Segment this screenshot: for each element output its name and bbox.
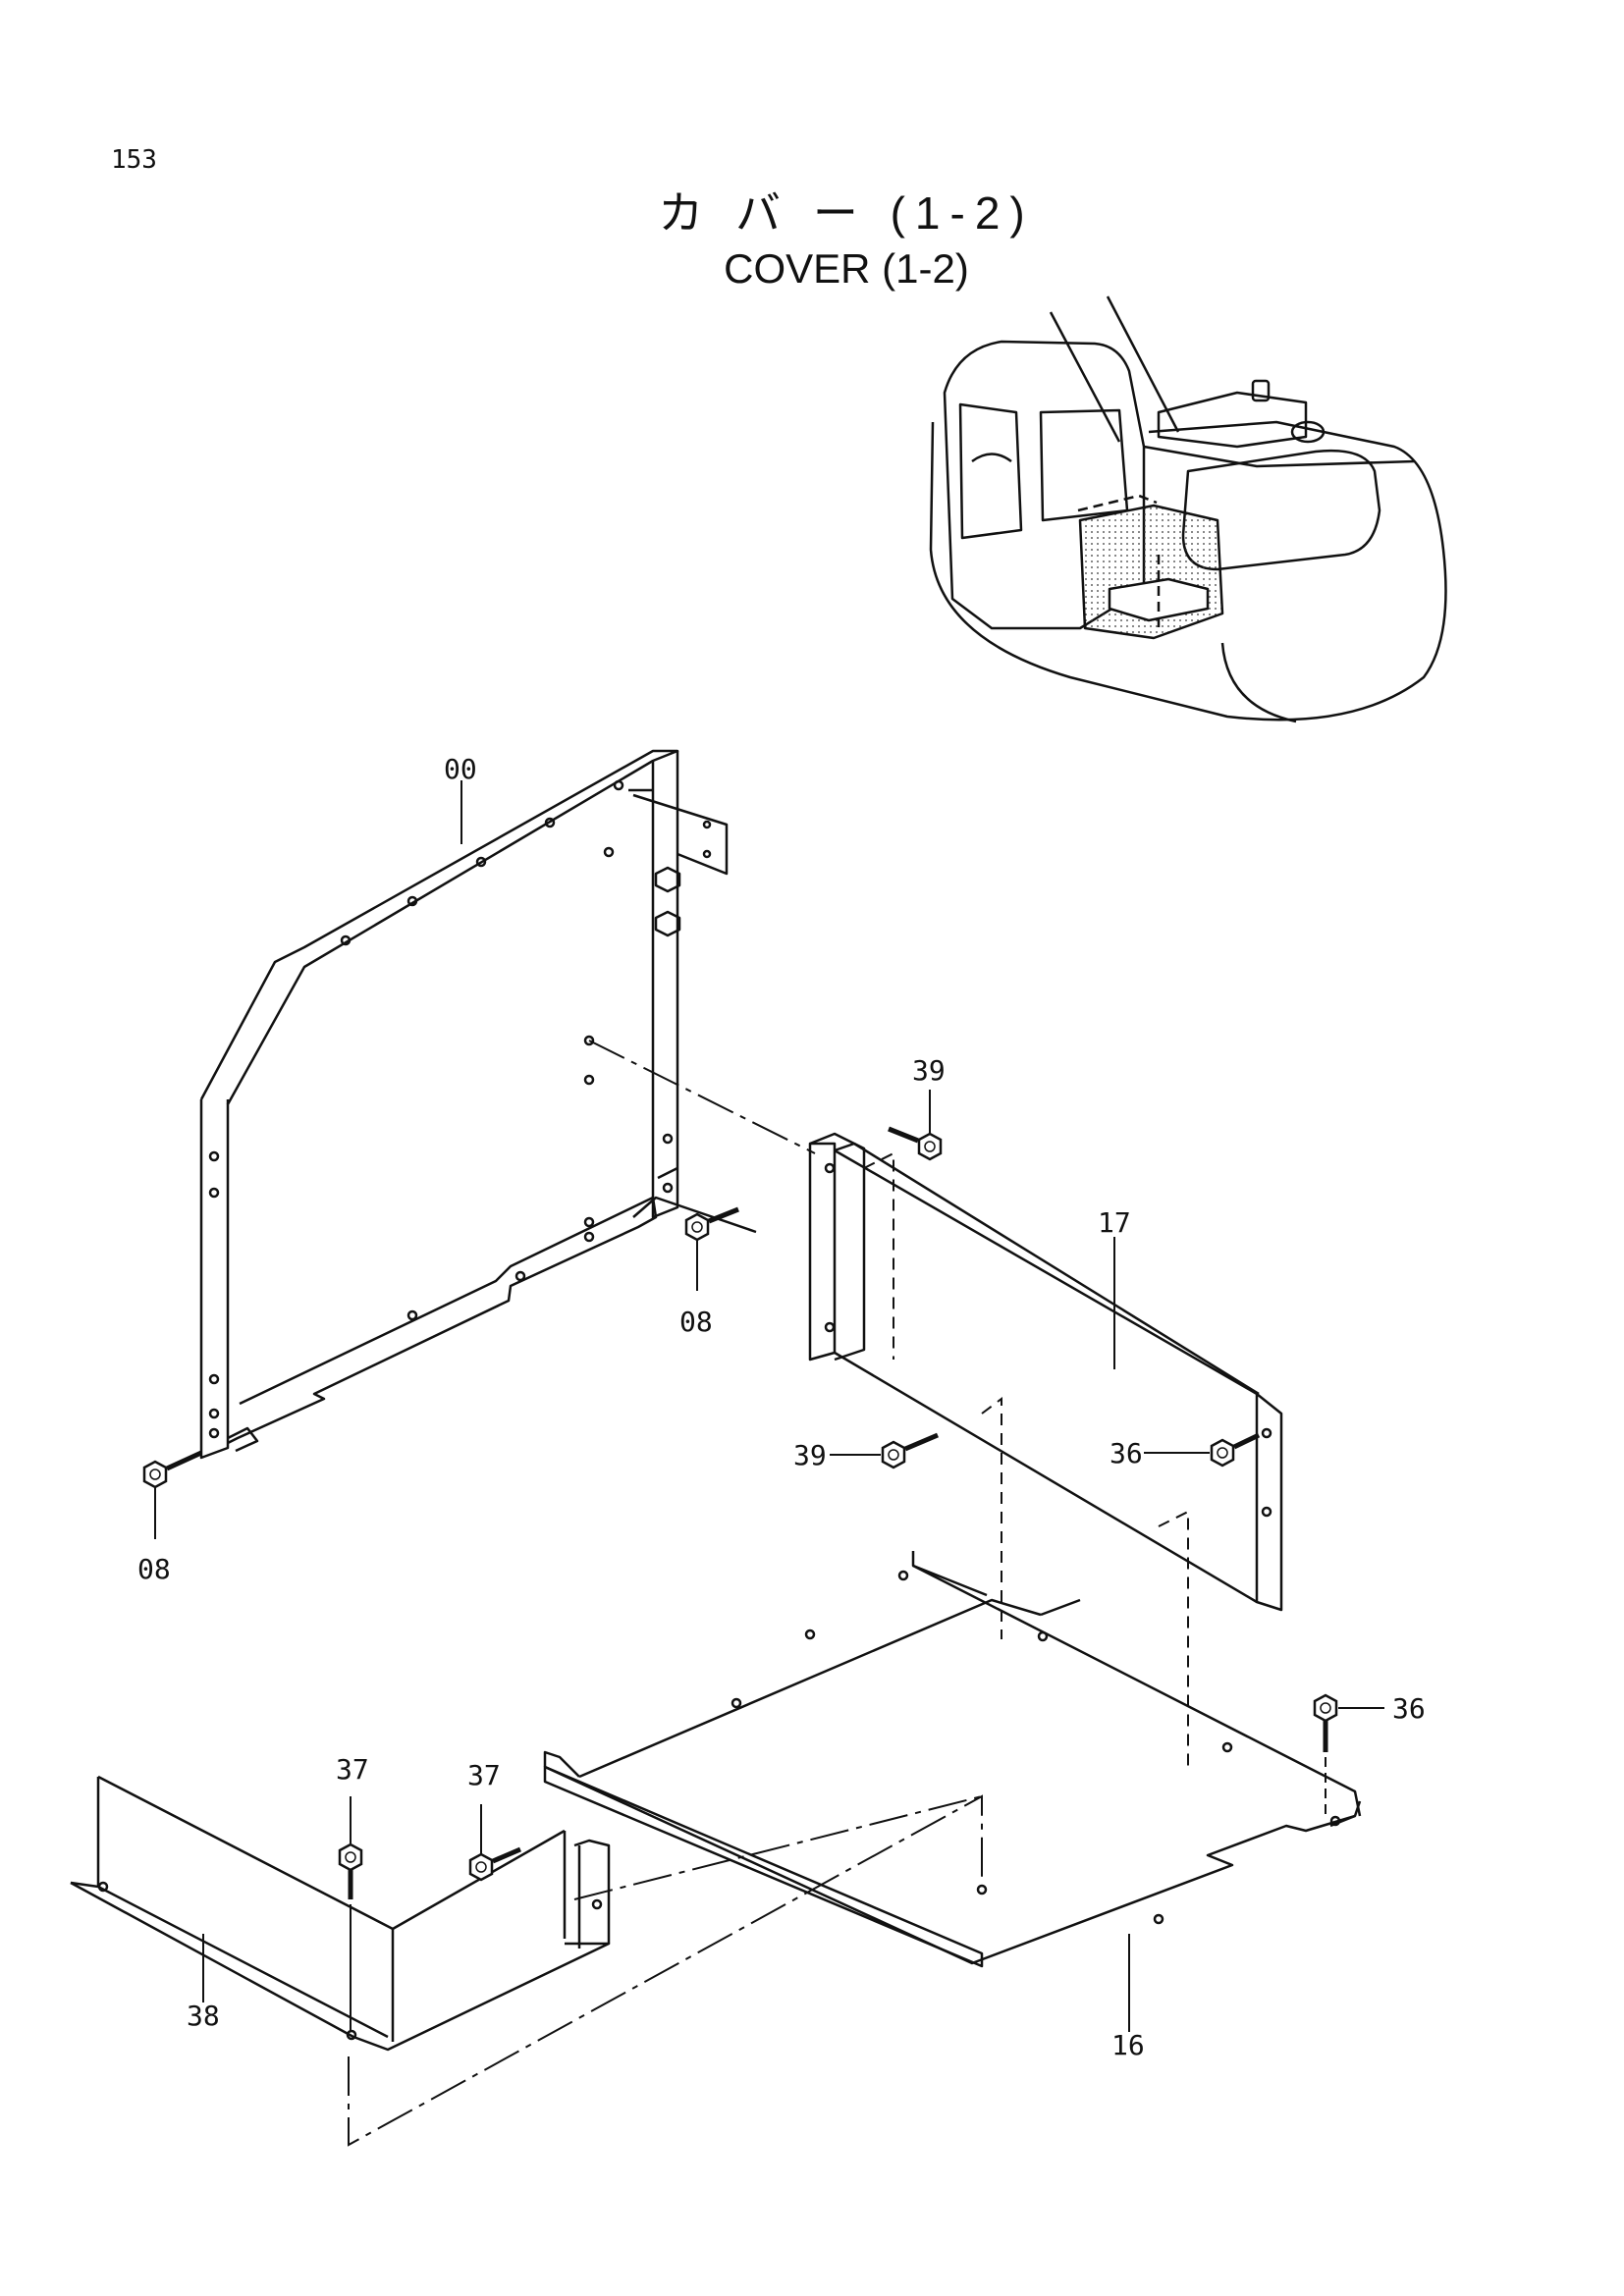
label-part-37-right: 37 (467, 1759, 501, 1791)
bolt-36-panel (1144, 1432, 1261, 1468)
label-part-00: 00 (444, 753, 477, 785)
bolt-36-plate (1313, 1693, 1384, 1816)
label-part-16: 16 (1111, 2029, 1145, 2061)
excavator-overview-illustration (929, 295, 1447, 723)
alignment-lines-38 (348, 1794, 983, 2147)
bolt-37-left (338, 1796, 363, 2032)
label-part-37-left: 37 (336, 1753, 369, 1786)
label-part-08-right: 08 (679, 1306, 713, 1338)
page-number: 153 (111, 145, 157, 175)
bolt-08-right (684, 1206, 739, 1291)
frame-part-00 (199, 749, 757, 1460)
bolt-08-left (142, 1450, 203, 1539)
label-part-39-lower: 39 (793, 1439, 827, 1471)
label-part-36-plate: 36 (1392, 1692, 1426, 1725)
bolt-39-lower (830, 1432, 939, 1469)
alignment-line (588, 1040, 816, 1154)
bolt-39-upper (888, 1090, 943, 1161)
label-part-17: 17 (1098, 1206, 1131, 1239)
cover-part-38 (70, 1775, 611, 2052)
bolt-37-right (468, 1804, 521, 1882)
label-part-39-upper: 39 (912, 1054, 946, 1087)
diagram-title: カ バ ー (1-2) COVER (1-2) (0, 185, 1624, 296)
plate-part-16 (543, 1551, 1362, 1968)
label-part-38: 38 (187, 2000, 220, 2032)
title-japanese: カ バ ー (1-2) (658, 187, 1035, 239)
label-part-08-left: 08 (137, 1553, 171, 1585)
title-english: COVER (1-2) (724, 245, 969, 292)
alignment-lines-17 (863, 1151, 1189, 1767)
panel-part-17 (808, 1132, 1283, 1612)
label-part-36-panel: 36 (1110, 1437, 1143, 1469)
